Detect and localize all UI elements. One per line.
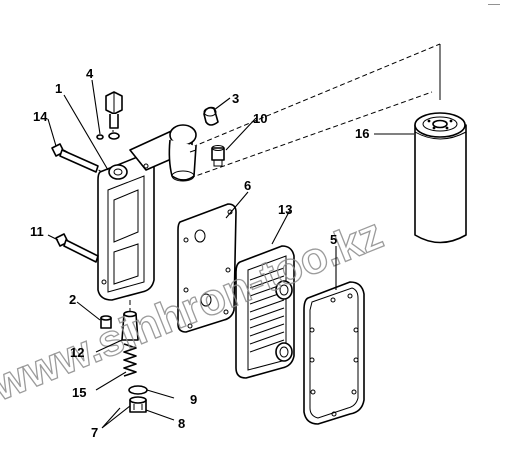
- bolt-part-11: [55, 233, 99, 263]
- callout-12: 12: [70, 345, 84, 360]
- plug-bolt-part-4: [96, 91, 123, 140]
- callout-11: 11: [30, 224, 44, 239]
- plug-part-2: [100, 315, 112, 329]
- valve-part-12: [121, 310, 139, 341]
- callout-9: 9: [190, 392, 197, 407]
- callout-4: 4: [86, 66, 94, 81]
- oil-cooler-core-part-13: [235, 245, 295, 379]
- bolt-part-14: [51, 143, 99, 173]
- callout-2: 2: [69, 292, 76, 307]
- callout-10: 10: [253, 111, 267, 126]
- callout-14: 14: [33, 109, 48, 124]
- callout-13: 13: [278, 202, 292, 217]
- callout-6: 6: [244, 178, 251, 193]
- gasket-part-5: [303, 281, 365, 425]
- callout-7: 7: [91, 425, 98, 440]
- callout-8: 8: [178, 416, 185, 431]
- oil-filter-part-16: [414, 44, 467, 244]
- corner-mark: ——: [488, 2, 500, 8]
- callout-15: 15: [72, 385, 86, 400]
- washer-part-9: [128, 385, 148, 395]
- callout-5: 5: [330, 232, 337, 247]
- plug-part-3: [203, 106, 219, 126]
- plug-part-8: [129, 396, 147, 413]
- callout-labels: 1 2 3 4 5 6 7 8 9 10 11 12 13 14 15 16: [30, 66, 369, 440]
- callout-16: 16: [355, 126, 369, 141]
- plug-part-10: [211, 145, 225, 167]
- filter-head-part-1: [97, 124, 197, 301]
- callout-1: 1: [55, 81, 62, 96]
- callout-3: 3: [232, 91, 239, 106]
- callout-leaders: [47, 79, 414, 429]
